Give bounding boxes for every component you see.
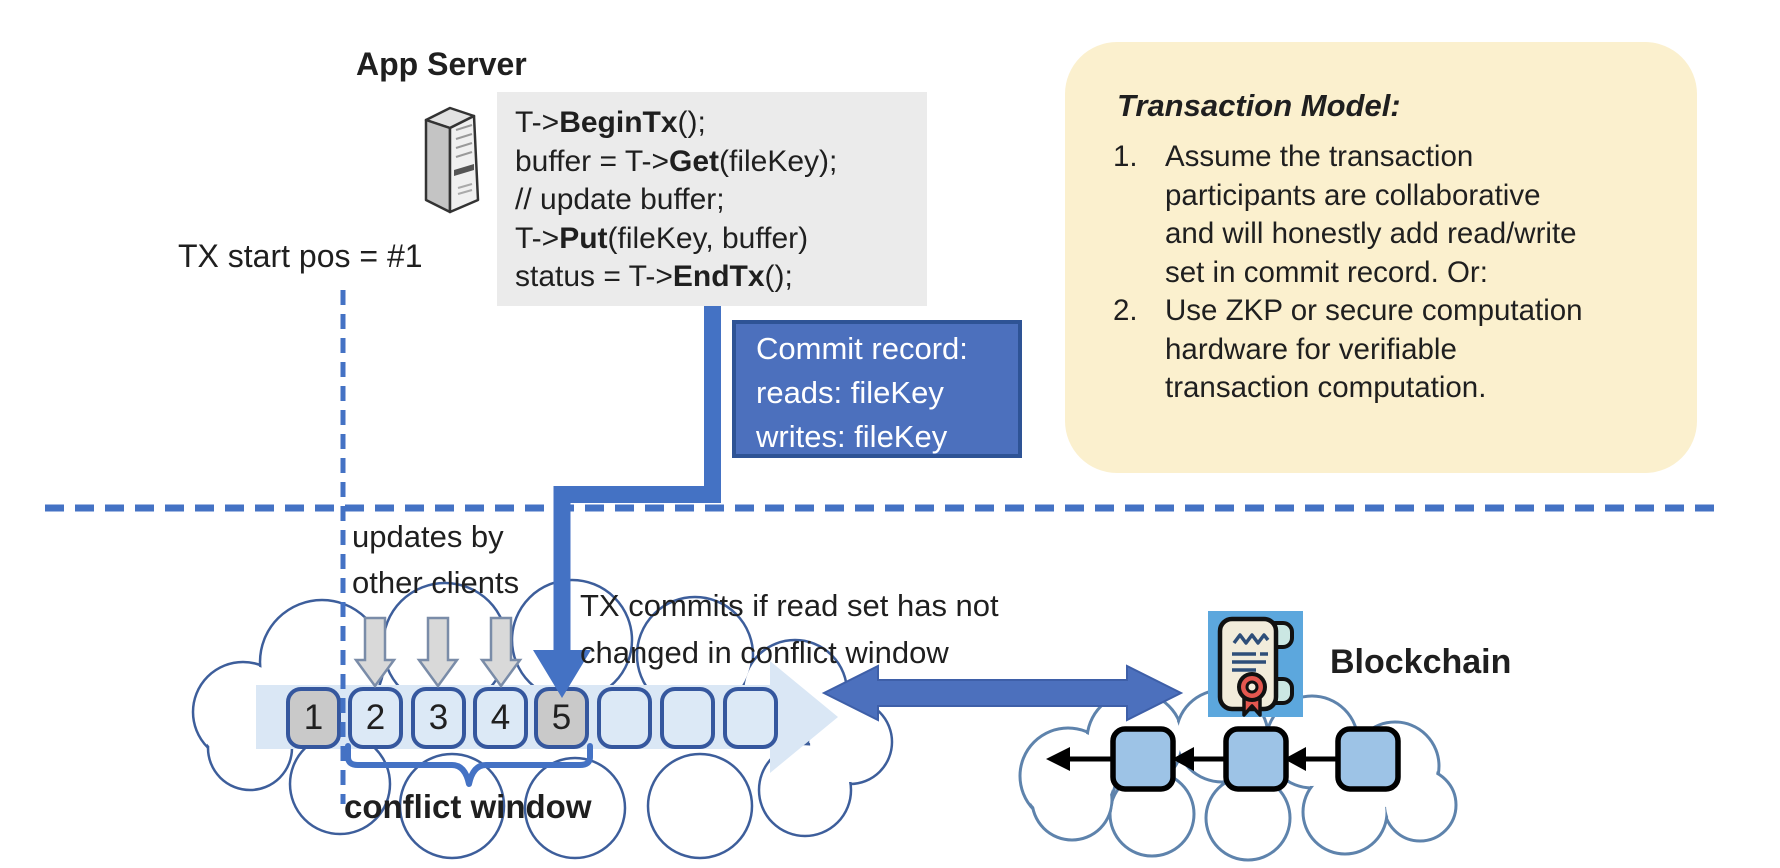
blockchain-chain <box>1046 726 1401 792</box>
app-server-label: App Server <box>356 46 527 82</box>
commit-connector-arrow <box>533 306 721 698</box>
timeline-block <box>597 687 652 749</box>
commit-record-box: Commit record: reads: fileKey writes: fi… <box>732 320 1022 458</box>
transaction-model-item: 2.Use ZKP or secure computation hardware… <box>1113 294 1583 404</box>
updates-by-clients-label: updates by other clients <box>352 519 520 600</box>
code-line: // update buffer; <box>515 183 725 216</box>
tx-start-pos-label: TX start pos = #1 <box>178 238 423 274</box>
update-arrow-icon <box>416 616 460 689</box>
transaction-model-note <box>1065 42 1697 473</box>
timeline-block: 1 <box>286 687 341 749</box>
transaction-code-box: T->BeginTx(); buffer = T->Get(fileKey); //… <box>497 92 927 306</box>
code-line: status = T->EndTx(); <box>515 260 793 293</box>
conflict-window-brace <box>345 743 593 787</box>
update-arrow-icon <box>353 616 397 689</box>
transaction-model-title: Transaction Model: <box>1117 88 1401 123</box>
sync-double-arrow <box>821 664 1184 722</box>
timeline-block: 3 <box>411 687 466 749</box>
update-arrows <box>353 616 523 689</box>
conflict-window-label: conflict window <box>344 788 592 825</box>
timeline-block: 2 <box>348 687 403 749</box>
certificate-icon <box>1208 611 1303 717</box>
blockchain-label: Blockchain <box>1330 643 1512 681</box>
timeline-block <box>723 687 778 749</box>
tx-commits-note: TX commits if read set has not changed i… <box>580 588 999 670</box>
transaction-model-list: 1.Assume the transaction participants ar… <box>1113 138 1683 408</box>
timeline-block: 5 <box>534 687 589 749</box>
code-line: T->BeginTx(); <box>515 106 706 139</box>
conflict-cloud <box>191 578 894 860</box>
chain-block <box>1110 726 1401 792</box>
transaction-model-item: 1.Assume the transaction participants ar… <box>1113 140 1577 289</box>
timeline-block <box>660 687 715 749</box>
timeline-block: 4 <box>473 687 528 749</box>
code-line: T->Put(fileKey, buffer) <box>515 221 809 255</box>
server-icon <box>424 106 480 214</box>
update-arrow-icon <box>479 616 523 689</box>
code-line: buffer = T->Get(fileKey); <box>515 144 838 178</box>
